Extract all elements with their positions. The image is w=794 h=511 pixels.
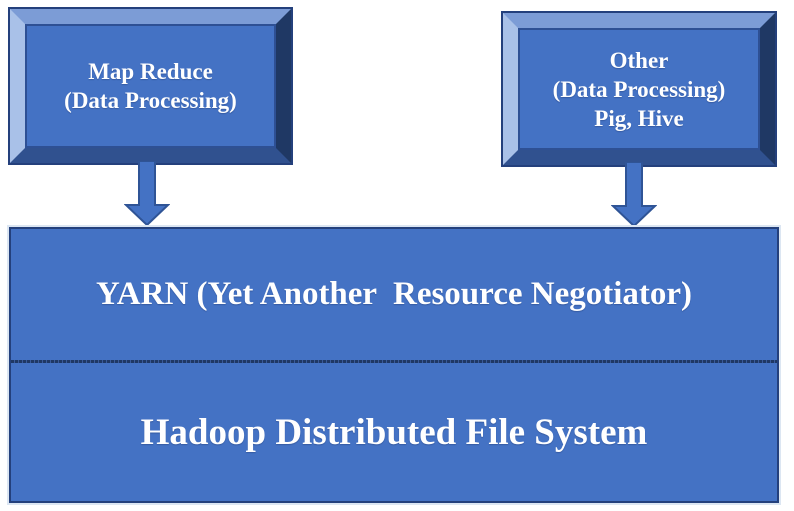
platform-stack: YARN (Yet Another Resource Negotiator) H… [9,227,779,503]
node-other-line3: Pig, Hive [594,105,684,131]
node-other-line1: Other [609,47,669,73]
node-map-reduce-line1: Map Reduce [88,59,213,84]
node-map-reduce: Map Reduce (Data Processing) [10,9,291,163]
yarn-hdfs-divider [11,360,777,363]
down-arrow-icon [124,161,170,227]
node-yarn-label: YARN (Yet Another Resource Negotiator) [95,276,693,312]
node-map-reduce-label: Map Reduce (Data Processing) [64,57,237,115]
node-hdfs: Hadoop Distributed File System [11,363,777,501]
node-hdfs-label: Hadoop Distributed File System [140,411,648,453]
node-other: Other (Data Processing) Pig, Hive [503,13,775,165]
node-map-reduce-line2: (Data Processing) [64,88,237,113]
node-other-label: Other (Data Processing) Pig, Hive [553,46,726,133]
down-arrow-icon [611,162,657,228]
node-yarn: YARN (Yet Another Resource Negotiator) [11,229,777,360]
node-other-line2: (Data Processing) [552,76,726,102]
